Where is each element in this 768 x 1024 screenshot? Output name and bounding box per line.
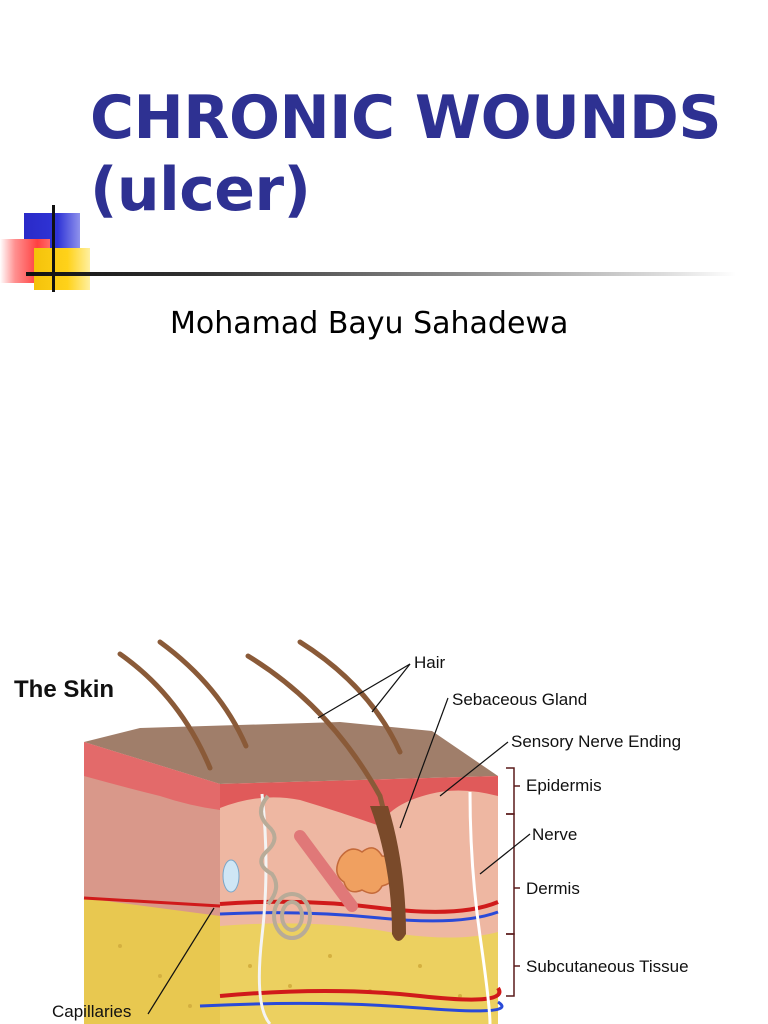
label-epidermis: Epidermis [526, 776, 602, 795]
sweat-gland [259, 794, 312, 940]
skin-diagram: The Skin Hair Sebaceous Gland Sensory Ne… [0, 636, 768, 1024]
skin-illustration [83, 639, 531, 1024]
deco-yellow-square [34, 248, 90, 290]
nerve-fiber [468, 791, 492, 1024]
label-sensory-nerve-ending: Sensory Nerve Ending [511, 732, 682, 751]
leader-lines [147, 663, 531, 1015]
deco-vertical-line [52, 205, 55, 292]
nerve-fiber-left [257, 793, 272, 1024]
label-subcutaneous-tissue: Subcutaneous Tissue [526, 957, 689, 976]
layer-brackets [506, 767, 520, 997]
label-hair: Hair [414, 653, 446, 672]
slide-title-line1: CHRONIC WOUNDS [90, 83, 722, 153]
slide-title-line2: (ulcer) [90, 155, 311, 225]
label-nerve: Nerve [532, 825, 578, 844]
hair-follicle [370, 806, 406, 941]
label-dermis: Dermis [526, 879, 580, 898]
title-underline [26, 272, 736, 276]
corpuscle [222, 859, 240, 893]
left-subcutaneous [84, 898, 220, 1024]
arrector-muscle [294, 830, 358, 912]
artery-side [83, 896, 221, 908]
label-capillaries: Capillaries [52, 1002, 132, 1021]
front-epidermis [220, 776, 498, 826]
diagram-title: The Skin [14, 676, 115, 703]
slide-title: CHRONIC WOUNDS (ulcer) [90, 82, 750, 226]
label-sebaceous-gland: Sebaceous Gland [452, 690, 588, 709]
left-epidermis-band [84, 742, 220, 810]
author-name: Mohamad Bayu Sahadewa [170, 306, 569, 341]
deep-artery [219, 986, 502, 1002]
